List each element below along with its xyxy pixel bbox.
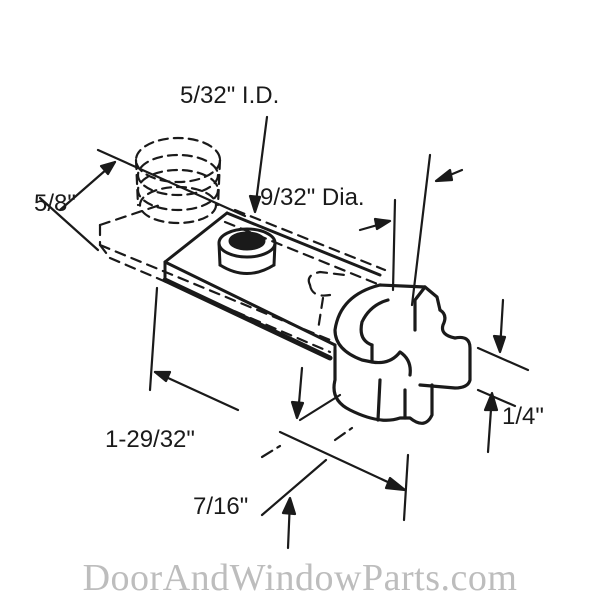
label-hole-diameter: 9/32" Dia. [260, 184, 365, 211]
label-inner-diameter: 5/32" I.D. [180, 82, 280, 109]
clip-housing [332, 283, 472, 425]
mounting-plate [162, 211, 382, 362]
label-length: 1-29/32" [105, 426, 195, 453]
dim-hole-diameter [358, 153, 464, 307]
dim-width [38, 148, 247, 252]
ghost-roller [134, 136, 222, 225]
dim-thickness [476, 298, 530, 454]
label-width: 5/8" [34, 190, 76, 217]
label-thickness: 1/4" [502, 403, 544, 430]
dim-clip-width [260, 426, 354, 550]
dim-plate-drop [290, 366, 342, 422]
dim-inner-diameter-leader [248, 115, 269, 214]
dim-length [148, 286, 410, 522]
ghost-plate [98, 203, 387, 354]
watermark: DoorAndWindowParts.com [82, 557, 518, 599]
bushing [217, 227, 277, 275]
label-clip-width: 7/16" [193, 493, 249, 520]
